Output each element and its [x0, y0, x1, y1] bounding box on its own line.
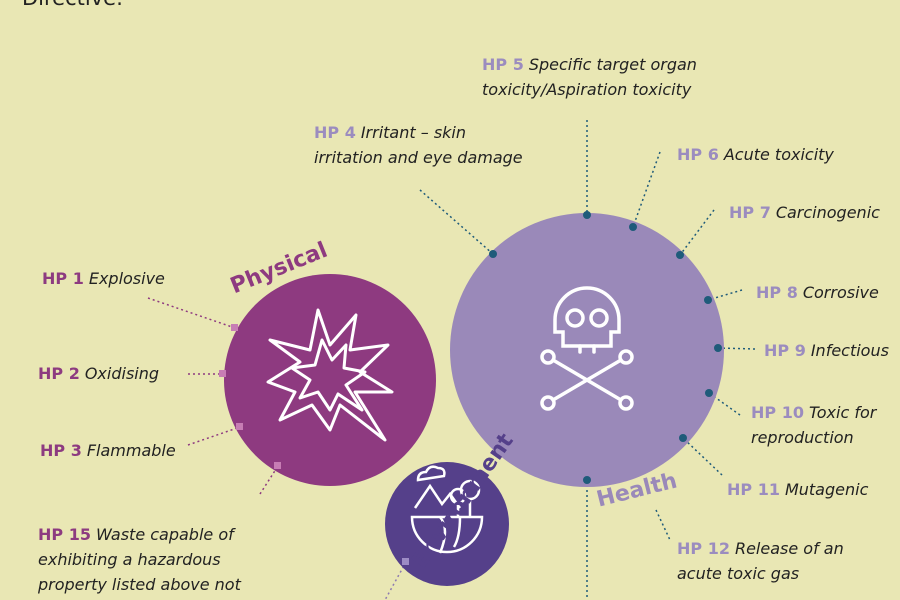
- physical-circle: [224, 274, 436, 486]
- landscape-icon: [410, 465, 484, 554]
- explosion-icon: [266, 308, 394, 442]
- heading: Directive:: [22, 0, 123, 10]
- health-circle: [450, 213, 724, 487]
- skull-crossbones-icon: [540, 286, 634, 411]
